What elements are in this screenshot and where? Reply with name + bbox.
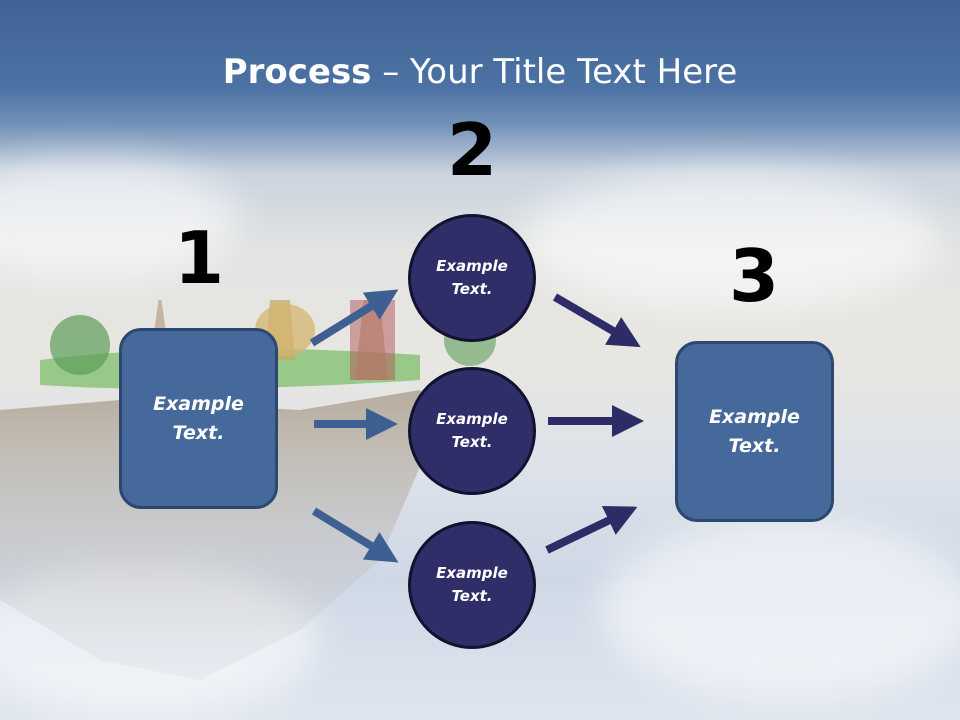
step-1-text-line2: Text. — [172, 421, 225, 444]
arrow-1-to-top — [309, 289, 399, 347]
arrow-bottom-to-3 — [545, 506, 638, 554]
step-2-circle-top: Example Text. — [408, 214, 536, 342]
circle-top-text-line2: Text. — [451, 280, 493, 298]
step-1-text-line1: Example — [153, 393, 244, 415]
step-3-text-line2: Text. — [728, 434, 781, 457]
circle-bottom-text-line1: Example — [436, 563, 508, 582]
step-number-3: 3 — [728, 234, 780, 318]
step-1-box: Example Text. — [119, 328, 278, 509]
title-bold: Process — [222, 52, 372, 92]
slide-title: Process – Your Title Text Here — [0, 52, 960, 92]
circle-bottom-text-line2: Text. — [451, 587, 493, 605]
cloud-shape — [0, 160, 240, 280]
cloud-shape — [600, 520, 960, 700]
title-rest: – Your Title Text Here — [371, 52, 738, 92]
step-2-circle-bottom: Example Text. — [408, 521, 536, 649]
step-3-text-line1: Example — [709, 406, 800, 428]
step-number-1: 1 — [173, 216, 225, 300]
step-3-box: Example Text. — [675, 341, 834, 522]
circle-top-text-line1: Example — [436, 256, 508, 275]
step-number-2: 2 — [446, 108, 498, 192]
cloud-shape — [520, 170, 940, 310]
circle-middle-text-line1: Example — [436, 409, 508, 428]
circle-middle-text-line2: Text. — [451, 433, 493, 451]
step-2-circle-middle: Example Text. — [408, 367, 536, 495]
arrow-1-to-bottom — [311, 507, 399, 563]
arrow-top-to-3 — [552, 293, 641, 348]
